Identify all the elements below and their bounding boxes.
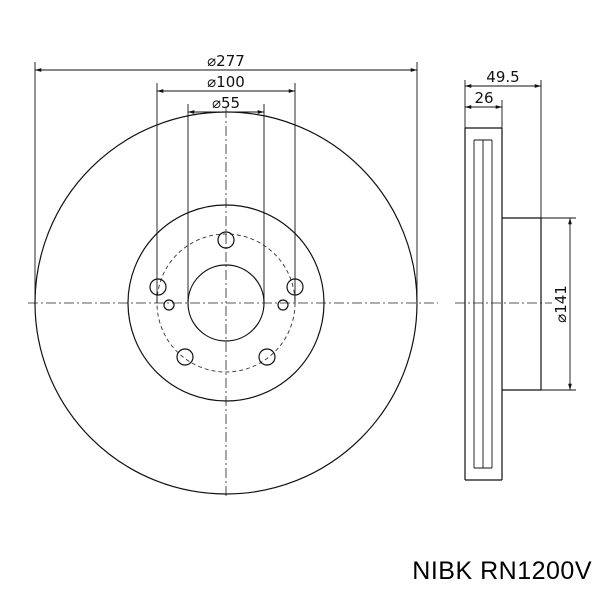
dimension-label-disc-thickness: 26 xyxy=(474,89,493,107)
dimension-label-outer-diameter: ⌀277 xyxy=(207,52,245,70)
hub-outer-circle xyxy=(127,204,325,402)
dimension-label-hat-diameter: ⌀141 xyxy=(552,285,570,323)
locating-hole xyxy=(163,299,175,311)
bolt-hole xyxy=(176,348,194,366)
bolt-hole xyxy=(217,231,235,249)
part-number-caption: NIBK RN1200V xyxy=(412,557,592,585)
bolt-hole xyxy=(258,348,276,366)
front-view: ⌀277 ⌀100 ⌀55 xyxy=(28,52,438,498)
side-view: 49.5 26 ⌀141 xyxy=(455,68,576,481)
dimension-label-bolt-circle: ⌀100 xyxy=(207,73,245,91)
bolt-hole xyxy=(149,278,167,296)
locating-hole xyxy=(277,299,289,311)
dimension-label-total-height: 49.5 xyxy=(486,68,519,86)
dimension-label-center-bore: ⌀55 xyxy=(212,94,240,112)
